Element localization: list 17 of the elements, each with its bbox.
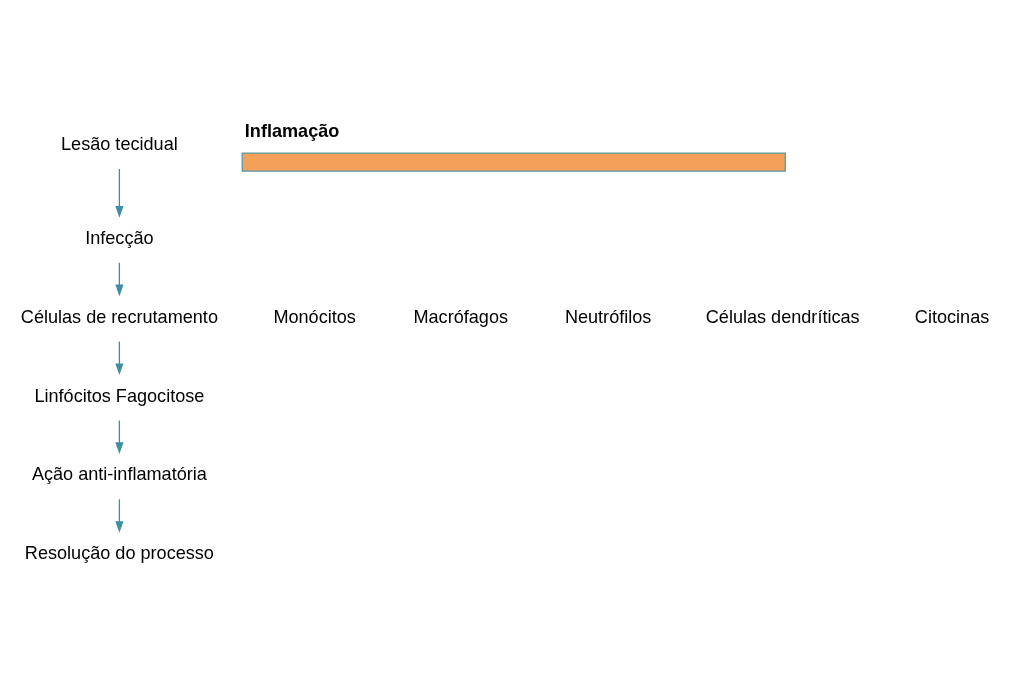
label: Neutrófilos: [564, 306, 652, 327]
label: Citocinas: [914, 306, 990, 327]
node-label: Inflamação: [244, 120, 340, 141]
label: Monócitos: [273, 306, 356, 327]
arrow: [115, 419, 124, 454]
arrow: [115, 262, 124, 297]
node-text: Lesão tecidual: [61, 134, 178, 155]
node-text: Infecção: [85, 227, 154, 248]
node-text: Resolução do processo: [24, 543, 214, 564]
label: Macrófagos: [413, 306, 509, 327]
node-text: Células de recrutamento: [20, 306, 218, 327]
arrow: [115, 498, 124, 533]
node-text: Ação anti-inflamatória: [31, 464, 207, 485]
arrow: [115, 340, 124, 376]
label: Células dendríticas: [705, 306, 860, 327]
node-text: Linfócitos Fagocitose: [34, 385, 205, 406]
arrow: [115, 168, 124, 218]
